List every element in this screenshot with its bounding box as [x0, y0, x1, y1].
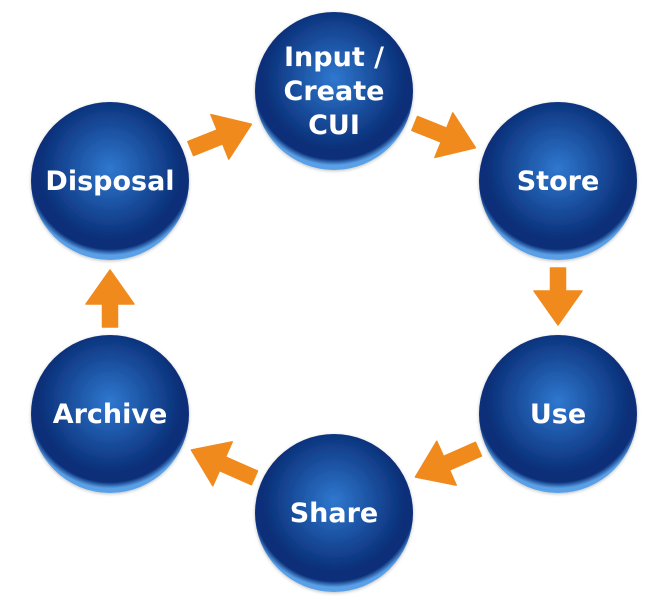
node-label: Archive	[53, 399, 168, 430]
node-label: Use	[530, 399, 586, 430]
arrow-use-to-share	[414, 440, 483, 486]
node-label-line: Share	[290, 498, 379, 529]
node-label-line: Store	[517, 166, 600, 197]
arrow-store-to-use	[533, 267, 583, 326]
node-use: Use	[479, 335, 637, 493]
node-label: Store	[517, 166, 600, 197]
node-disposal: Disposal	[31, 102, 189, 260]
node-label: Disposal	[45, 166, 174, 197]
node-label-line: CUI	[308, 110, 360, 141]
node-circle	[31, 102, 189, 260]
arrow-disposal-to-input-create	[187, 113, 253, 160]
node-label-line: Create	[284, 76, 385, 107]
node-label-line: Use	[530, 399, 586, 430]
node-circle	[255, 12, 413, 170]
node-circle	[31, 335, 189, 493]
arrow-archive-to-disposal	[85, 269, 135, 328]
node-circle	[479, 102, 637, 260]
node-circle	[479, 335, 637, 493]
node-circle	[255, 434, 413, 592]
node-label-line: Archive	[53, 399, 168, 430]
node-share: Share	[255, 434, 413, 592]
arrow-input-create-to-store	[411, 112, 477, 159]
arrows-layer	[85, 112, 583, 487]
arrow-share-to-archive	[190, 441, 259, 487]
node-label-line: Disposal	[45, 166, 174, 197]
node-store: Store	[479, 102, 637, 260]
node-label-line: Input /	[284, 42, 384, 73]
node-archive: Archive	[31, 335, 189, 493]
node-label: Share	[290, 498, 379, 529]
